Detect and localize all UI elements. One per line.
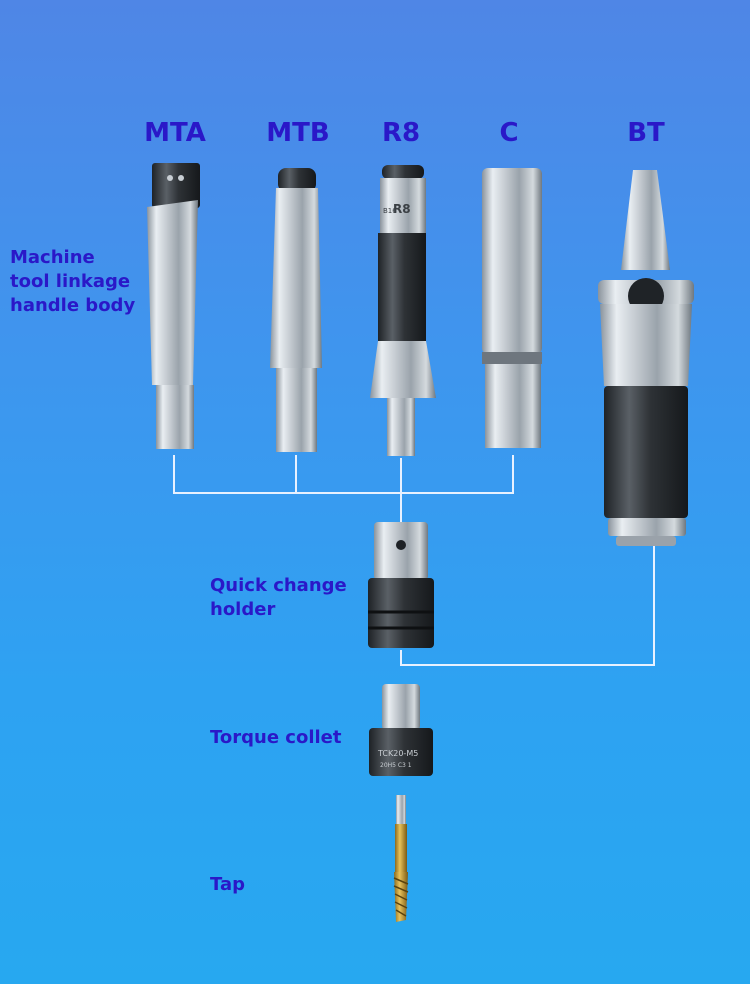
label-r8: R8 [381,118,421,148]
bt-holder [598,170,694,546]
bt-neck [600,304,692,386]
torque-collet-art: TCK20-M5 20H5 C3 1 [369,684,433,776]
c-groove [482,352,542,364]
mta-tang [152,163,200,208]
connector-top-bus [173,455,514,494]
tap-art [393,795,409,922]
label-bt: BT [627,118,665,148]
mta-shank [147,163,200,449]
label-torque-collet: Torque collet [210,727,342,748]
bt-taper [621,170,670,270]
collet-mark-2: 20H5 C3 1 [380,762,412,769]
label-quick-change: Quick change holder [210,574,347,622]
label-handle-line2: tool linkage [10,271,131,292]
mta-tang-mark [167,175,173,181]
r8-side-mark: B16 [383,207,397,215]
label-handle-body: Machine tool linkage handle body [10,246,135,318]
collet-top [382,684,420,730]
collet-mark-1: TCK20-M5 [377,749,418,758]
r8-shank: R8 B16 [370,165,436,456]
r8-taper [370,341,436,398]
mta-pilot [156,385,194,449]
mtb-body [270,188,322,368]
label-mtb: MTB [266,118,330,148]
mtb-top [278,168,316,192]
label-c: C [499,118,519,148]
quick-change-hole [396,540,406,550]
mta-tang-mark [178,175,184,181]
r8-mark: R8 [393,202,411,216]
connector-lines [173,455,655,666]
bt-nose [616,536,676,546]
mta-body [147,200,198,385]
label-handle-line3: handle body [10,295,136,316]
bt-body [604,386,688,518]
label-quick-line1: Quick change [210,575,347,596]
label-quick-line2: holder [210,599,276,620]
collet-body [369,728,433,776]
c-pilot [485,364,541,448]
c-shank [482,168,542,448]
r8-upper [380,178,426,233]
label-mta: MTA [144,118,206,148]
mtb-pilot [276,368,317,452]
tap-shank [395,824,407,872]
c-body [482,168,542,354]
r8-cap [382,165,424,179]
label-handle-line1: Machine [10,247,95,268]
tap-square [396,795,406,825]
r8-pilot [387,398,415,456]
label-tap: Tap [210,874,245,895]
connector-bt [400,542,655,666]
r8-black-band [378,233,426,341]
mtb-shank [270,168,322,452]
quick-change-holder-art [368,522,434,648]
quick-change-top [374,522,428,580]
tap-threads [393,877,409,917]
bt-nut [608,518,686,536]
